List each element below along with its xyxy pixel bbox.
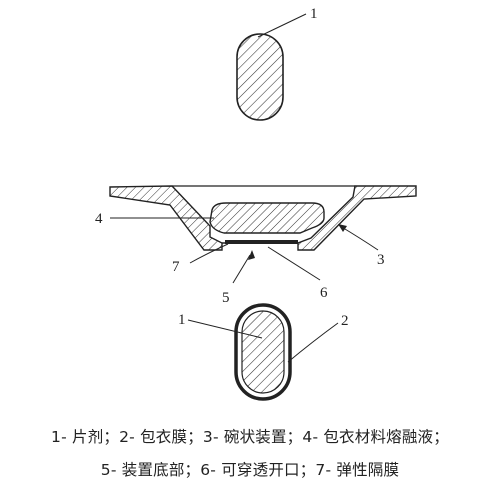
label-1-top: 1: [310, 6, 318, 22]
leader-1-top: [257, 13, 307, 38]
leader-2: [287, 322, 339, 363]
caption-line-2: 5- 装置底部；6- 可穿透开口；7- 弹性隔膜: [100, 461, 400, 479]
leader-3: [339, 225, 379, 251]
coated-tablet: [234, 303, 292, 401]
caption-line-1: 1- 片剂；2- 包衣膜；3- 碗状装置；4- 包衣材料熔融液；: [51, 428, 449, 446]
leader-6: [267, 246, 321, 281]
coating-melt: [209, 202, 325, 234]
label-1-bottom: 1: [178, 312, 186, 328]
label-6: 6: [320, 285, 328, 301]
leader-7: [189, 243, 229, 264]
label-3: 3: [377, 252, 385, 268]
label-7: 7: [172, 259, 180, 275]
label-4: 4: [95, 211, 103, 227]
tablet-top: [236, 33, 284, 121]
label-2: 2: [341, 313, 349, 329]
leader-5: [232, 254, 251, 284]
leader-1-bottom: [187, 319, 263, 339]
label-5: 5: [222, 290, 230, 306]
